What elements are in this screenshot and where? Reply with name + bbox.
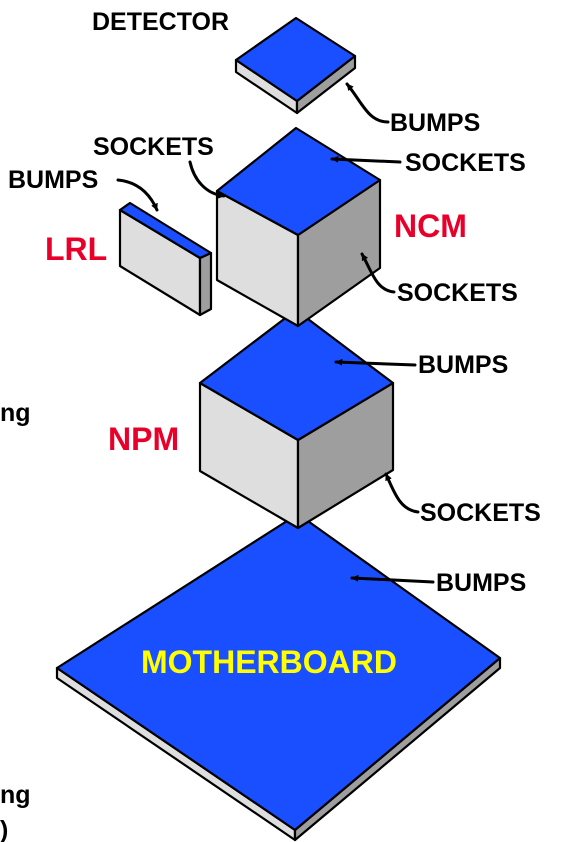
- lrl-label: LRL: [45, 231, 107, 267]
- detector-top-face: [234, 16, 357, 103]
- ncm-label: NCM: [394, 208, 467, 244]
- motherboard-top-face: [55, 512, 502, 832]
- motherboard-label: MOTHERBOARD: [141, 644, 397, 680]
- clipped-text-lower: ng: [0, 781, 31, 809]
- npm-label: NPM: [108, 421, 179, 457]
- detector-bumps-label: BUMPS: [390, 109, 480, 137]
- npm-module: [198, 308, 395, 530]
- lrl-module: [118, 201, 213, 317]
- arrow-board-bumps: [350, 574, 435, 584]
- detector-label: DETECTOR: [92, 8, 229, 36]
- ncm-sockets-bottom-label: SOCKETS: [397, 279, 518, 307]
- arrow-lrl-bumps: [116, 178, 159, 212]
- npm-bumps-label: BUMPS: [418, 351, 508, 379]
- arrow-ncm-sockets-top: [330, 155, 402, 164]
- ncm-top-face: [215, 126, 382, 237]
- lrl-bumps-label: BUMPS: [8, 166, 98, 194]
- ncm-module: [215, 126, 382, 328]
- lrl-top-face: [118, 201, 213, 260]
- clipped-text-upper: ng: [0, 399, 31, 427]
- board-bumps-label: BUMPS: [436, 569, 526, 597]
- arrow-ncm-sockets-left: [188, 160, 226, 199]
- arrow-detector-bumps: [345, 82, 390, 124]
- npm-sockets-label: SOCKETS: [420, 499, 541, 527]
- ncm-sockets-left-label: SOCKETS: [93, 133, 214, 161]
- lrl-side-face: [198, 251, 213, 317]
- ncm-sockets-top-label: SOCKETS: [405, 149, 526, 177]
- detector-module: [234, 16, 357, 115]
- motherboard: [55, 512, 502, 842]
- clipped-text-bottom: ): [0, 816, 8, 842]
- arrow-ncm-sockets-bottom: [360, 252, 396, 294]
- arrow-npm-bumps: [334, 358, 417, 367]
- npm-top-face: [198, 308, 395, 442]
- arrow-npm-sockets: [384, 472, 420, 514]
